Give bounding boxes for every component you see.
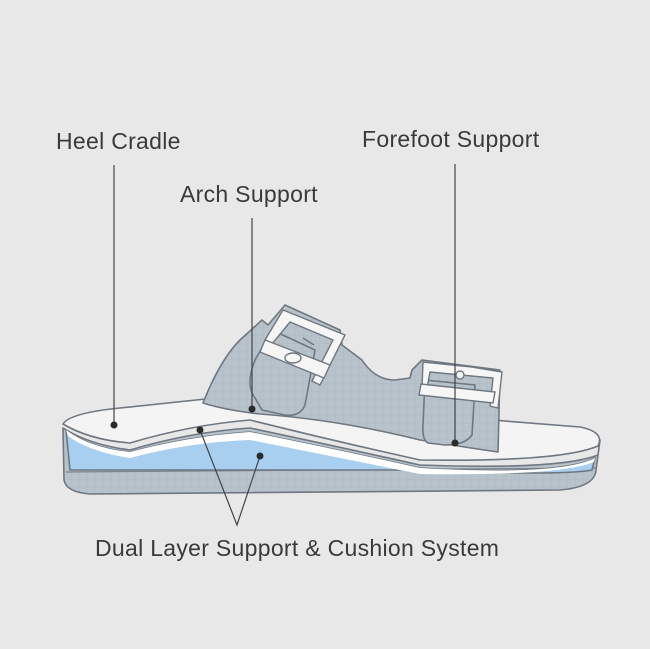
heel-cradle-dot (110, 421, 118, 429)
rear-buckle (259, 309, 346, 386)
heel-cradle-label: Heel Cradle (56, 128, 181, 154)
dual-layer-leader (199, 429, 261, 527)
dual-layer-dot-top (196, 426, 204, 434)
dual-layer-dot-bottom (256, 452, 264, 460)
arch-support-label: Arch Support (180, 181, 318, 207)
arch-support-dot (248, 405, 256, 413)
front-buckle (418, 361, 503, 409)
forefoot-support-label: Forefoot Support (362, 126, 540, 152)
forefoot-support-dot (451, 439, 459, 447)
dual-layer-label: Dual Layer Support & Cushion System (95, 535, 499, 561)
